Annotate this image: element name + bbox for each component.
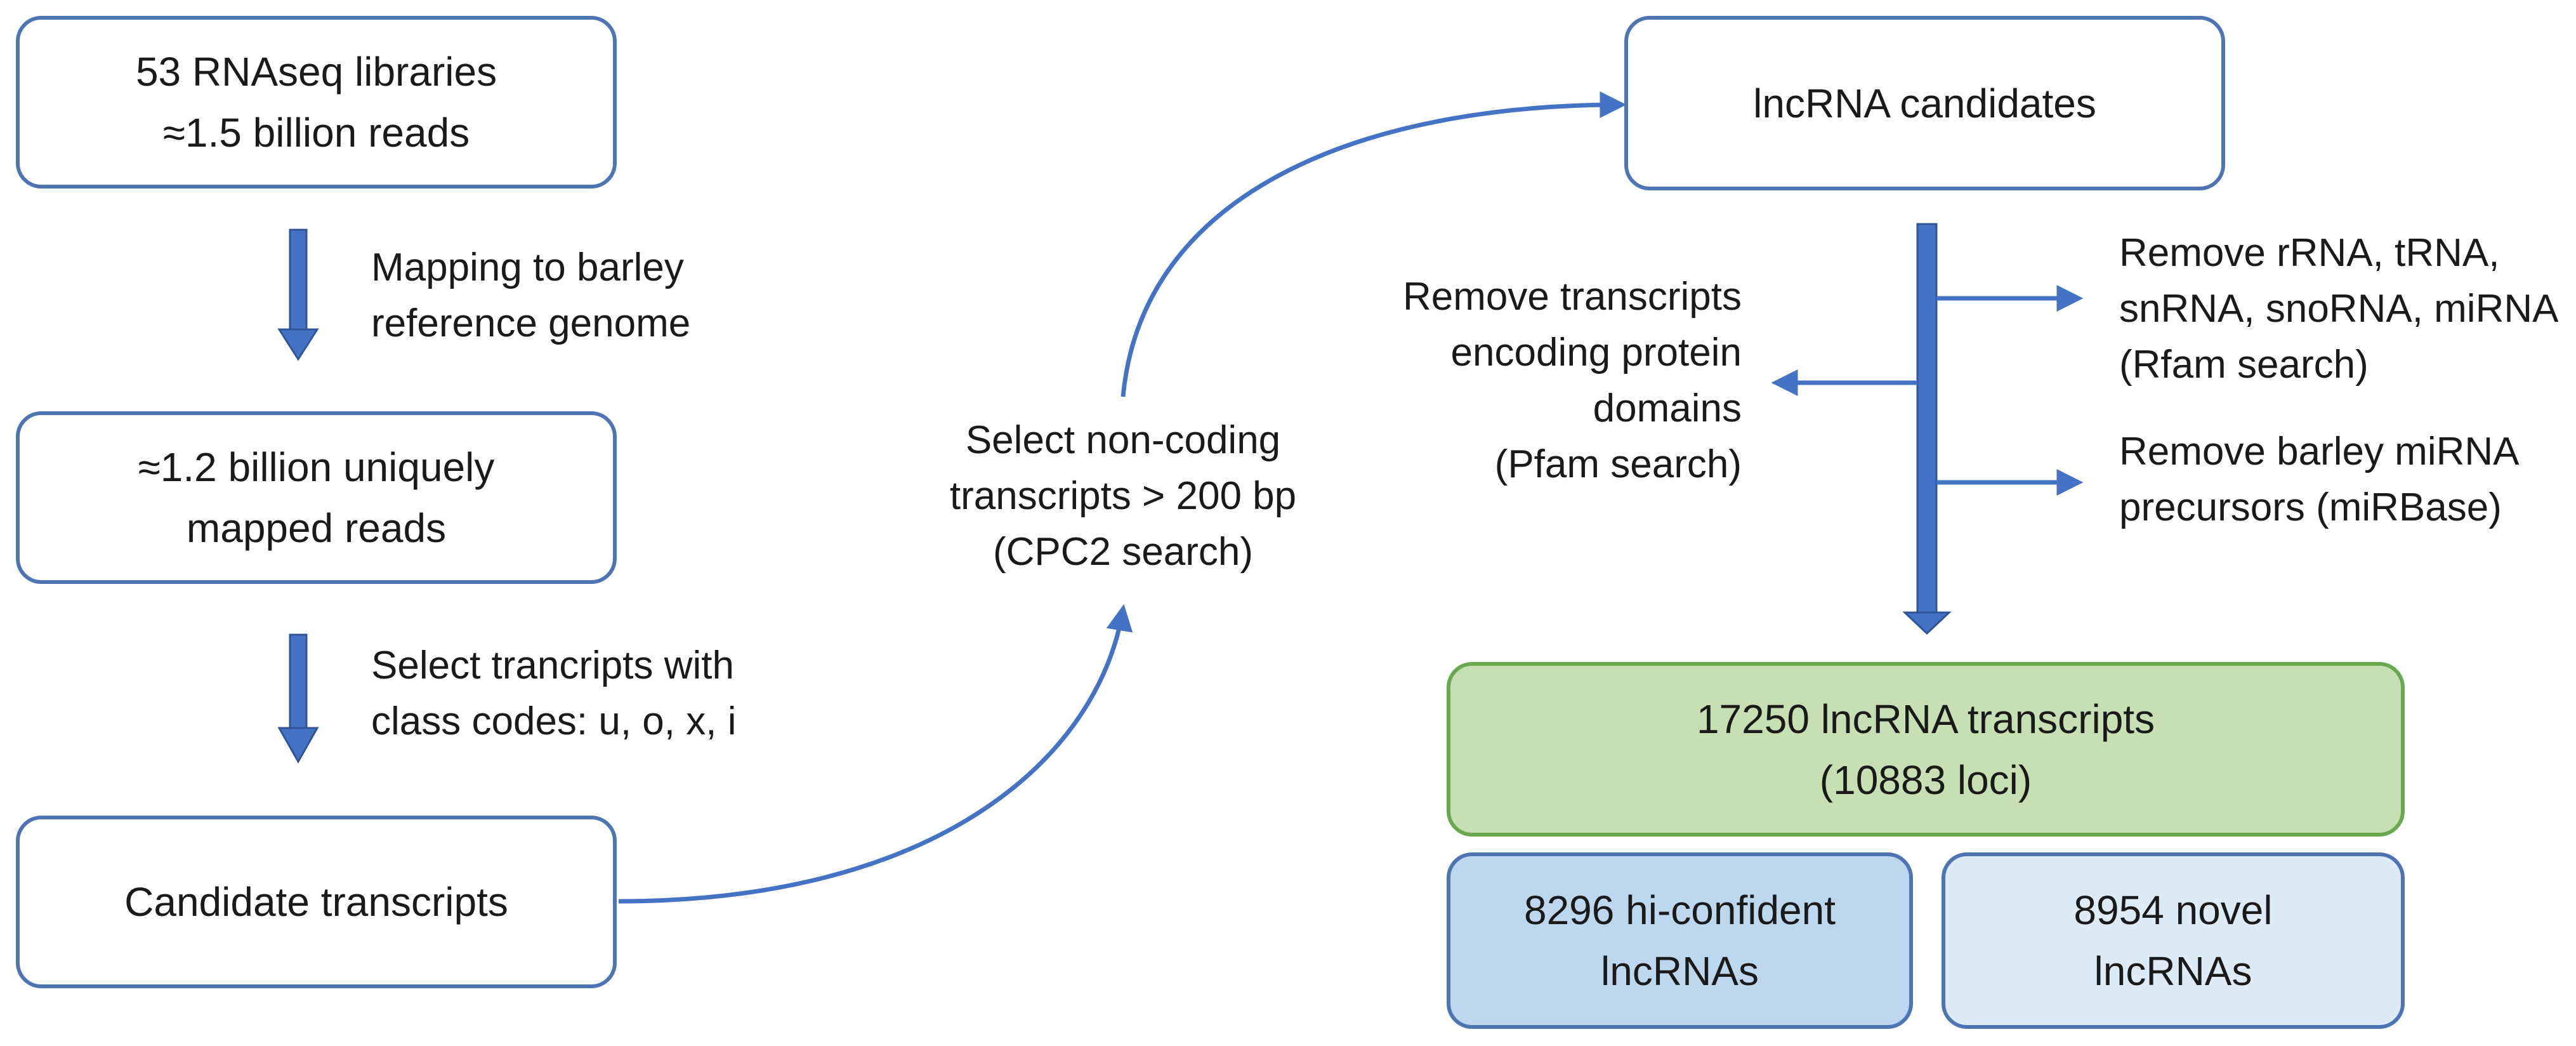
label-remove-rrna-line1: Remove rRNA, tRNA, [2119,231,2500,275]
down-arrow-select-class [277,633,319,764]
curve-arrow-to-noncoding [618,604,1133,904]
box-uniquely-mapped-reads: ≈1.2 billion uniquely mapped reads [16,411,617,584]
label-remove-mirna-line2: precursors (miRBase) [2119,486,2502,529]
box-lncrna-transcripts-line2: (10883 loci) [1819,757,2032,803]
label-remove-protein-domains: Remove transcripts encoding protein doma… [1326,269,1742,493]
box-novel-line1: 8954 novel [2073,887,2273,933]
box-rnaseq-libraries-line2: ≈1.5 billion reads [162,110,470,156]
box-novel-line2: lncRNAs [2094,948,2252,994]
label-remove-protein-line2: encoding protein [1450,331,1742,374]
box-lncrna-transcripts-line1: 17250 lncRNA transcripts [1696,696,2155,742]
label-select-class-codes: Select trancripts with class codes: u, o… [371,638,736,750]
label-remove-protein-line1: Remove transcripts [1402,275,1742,319]
label-select-noncoding-line1: Select non-coding [965,418,1281,462]
box-lncrna-transcripts: 17250 lncRNA transcripts (10883 loci) [1447,662,2405,837]
label-remove-protein-line3: domains [1593,387,1742,430]
label-remove-protein-line4: (Pfam search) [1494,442,1742,486]
box-lncrna-candidates-line1: lncRNA candidates [1753,80,2096,126]
down-arrow-mapping [277,228,319,361]
label-select-noncoding-line2: transcripts > 200 bp [949,474,1297,518]
label-remove-rrna-line2: snRNA, snoRNA, miRNA [2119,287,2559,331]
label-remove-mirna-line1: Remove barley miRNA [2119,430,2520,473]
box-hi-confident-lncrnas: 8296 hi-confident lncRNAs [1447,852,1913,1029]
label-mapping-line2: reference genome [371,301,691,345]
box-uniquely-mapped-line1: ≈1.2 billion uniquely [138,444,495,490]
box-hi-confident-line1: 8296 hi-confident [1523,887,1836,933]
label-mapping-line1: Mapping to barley [371,246,684,289]
box-rnaseq-libraries-line1: 53 RNAseq libraries [135,49,497,95]
label-select-class-line1: Select trancripts with [371,644,734,687]
box-rnaseq-libraries: 53 RNAseq libraries ≈1.5 billion reads [16,16,617,189]
curve-arrow-to-lncrna-candidates [1120,91,1627,397]
box-uniquely-mapped-line2: mapped reads [186,505,447,551]
box-candidate-transcripts-line1: Candidate transcripts [124,879,508,925]
label-select-class-line2: class codes: u, o, x, i [371,699,737,743]
label-mapping-step: Mapping to barley reference genome [371,240,690,352]
box-candidate-transcripts: Candidate transcripts [16,816,617,988]
trunk-arrow-filtering [1902,223,1952,635]
label-remove-mirna-precursors: Remove barley miRNA precursors (miRBase) [2119,424,2520,536]
label-select-noncoding-line3: (CPC2 search) [993,530,1253,574]
label-remove-rrna-line3: (Rfam search) [2119,343,2369,387]
box-hi-confident-line2: lncRNAs [1601,948,1759,994]
label-remove-rrna: Remove rRNA, tRNA, snRNA, snoRNA, miRNA … [2119,225,2558,393]
box-novel-lncrnas: 8954 novel lncRNAs [1942,852,2405,1029]
box-lncrna-candidates: lncRNA candidates [1624,16,2225,190]
label-select-noncoding: Select non-coding transcripts > 200 bp (… [926,413,1320,580]
